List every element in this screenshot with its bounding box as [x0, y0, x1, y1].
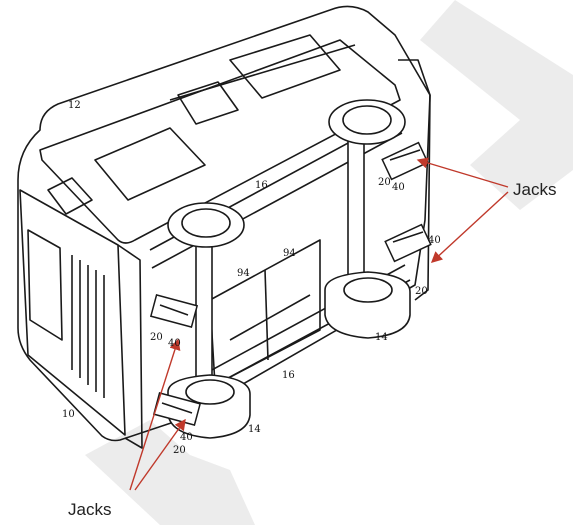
side-flange — [398, 59, 431, 301]
front-panel — [27, 229, 63, 341]
callout-jacks-right: Jacks — [513, 180, 557, 199]
window-mid — [177, 81, 239, 125]
window-side — [94, 127, 206, 201]
callout-jacks-bottom: Jacks — [68, 500, 112, 519]
jack-mid-right — [384, 223, 432, 263]
numeral-40-mr: 40 — [428, 235, 441, 246]
numeral-14-left: 14 — [248, 424, 261, 435]
roof-edge — [39, 39, 401, 244]
numeral-20-mr: 20 — [415, 286, 428, 297]
arrow-bottom-lower — [134, 418, 186, 491]
reference-numerals: 12 10 16 16 14 14 94 94 20 40 40 20 20 4… — [62, 100, 441, 456]
axle-rear — [324, 99, 411, 339]
jack-upper-right — [381, 141, 429, 181]
arrow-bottom-upper — [129, 338, 181, 491]
front-bumper — [117, 244, 143, 449]
numeral-20-bl: 20 — [173, 445, 186, 456]
jacks — [149, 141, 432, 426]
vehicle-outline — [17, 5, 431, 442]
numeral-40-ml: 40 — [168, 338, 181, 349]
roof-seam — [169, 44, 356, 101]
numeral-20-ur: 20 — [378, 177, 391, 188]
underbody-panel — [209, 239, 321, 386]
window-rear — [229, 34, 341, 99]
numeral-14-right: 14 — [375, 332, 388, 343]
callout-arrows — [129, 157, 509, 491]
numeral-16-upper: 16 — [255, 180, 268, 191]
numeral-94-right: 94 — [283, 248, 296, 259]
numeral-16-lower: 16 — [282, 370, 295, 381]
numeral-40-ur: 40 — [392, 182, 405, 193]
numeral-40-bl: 40 — [180, 432, 193, 443]
numeral-12: 12 — [68, 100, 81, 111]
front-face — [19, 189, 126, 436]
arrow-right-lower — [430, 191, 509, 263]
vehicle-overturned — [17, 5, 431, 449]
numeral-20-ml: 20 — [150, 332, 163, 343]
watermark-chevrons — [85, 0, 573, 525]
jack-mid-left — [149, 294, 199, 328]
grille — [71, 255, 105, 398]
arrow-right-upper — [416, 157, 509, 188]
jack-bottom-left — [152, 392, 202, 426]
numeral-94-left: 94 — [237, 268, 250, 279]
numeral-10: 10 — [62, 409, 75, 420]
window-front — [47, 177, 93, 215]
